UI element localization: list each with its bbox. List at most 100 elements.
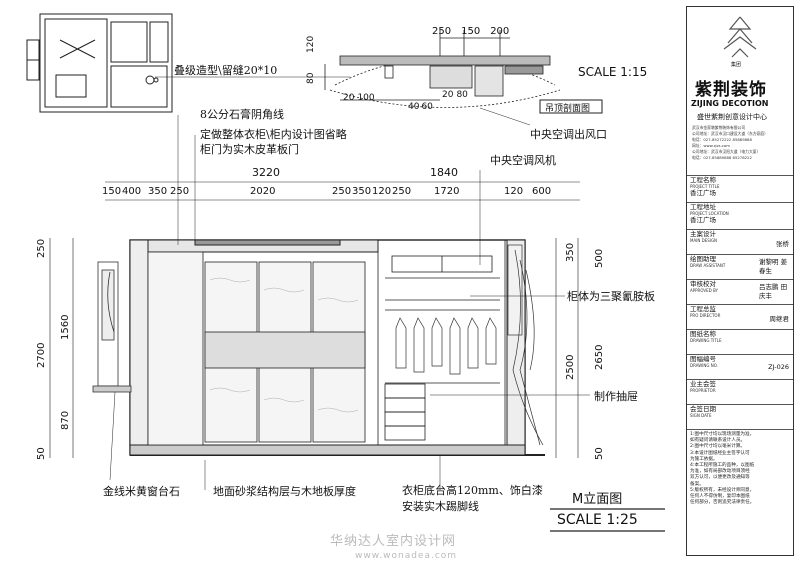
logo-sub: 集团: [731, 62, 742, 68]
section-side-dim: 80: [306, 72, 316, 84]
note-line: 为施工依据。: [690, 456, 718, 462]
tb-row-sign-date: 会签日期 SIGN DATE: [687, 405, 793, 430]
tb-label: 审核校对: [690, 280, 716, 288]
drawing-title: M立面图: [572, 492, 623, 507]
tb-label: 会签日期: [690, 405, 716, 413]
company-slogan: 盛世紫荆创意设计中心: [697, 113, 767, 121]
note-line: 任何人不得仿制，复印本图纸: [690, 494, 750, 500]
tb-label: 工程名称: [690, 176, 716, 184]
leader-lines: [109, 76, 590, 490]
note-line: 1:图中尺寸均以现场测量为准，: [690, 432, 755, 437]
info-line: 电话：027-85272222 85889888: [692, 137, 752, 142]
note-line: 如有疑问请联系设计人员。: [690, 438, 746, 444]
tb-sublabel: PROJECT TITLE: [690, 184, 720, 189]
dim-label: 250: [392, 186, 412, 197]
dim-label: 350: [148, 186, 168, 197]
tb-right-value: 谢黎明 姜春生: [759, 258, 788, 275]
note-line: 备案。: [690, 481, 704, 487]
note-line: 4:本工程所施工的品种，以图纸: [690, 463, 755, 469]
floor-plan-thumbnail: [26, 13, 173, 113]
section-title: 吊顶剖面图: [545, 104, 591, 114]
dim-label: 250: [432, 26, 452, 37]
dim-left-inner: 1560: [60, 314, 71, 340]
dim-right-inner: 2500: [565, 354, 576, 380]
wardrobe-note-2: 柜门为实木皮革板门: [200, 143, 299, 156]
dim-label: 150: [102, 186, 122, 197]
watermark-url: www.wonadea.com: [355, 551, 458, 561]
section-title-bar: [539, 99, 603, 114]
tb-row-location: 工程地址 PROJECT LOCATION 香江广场: [687, 203, 793, 230]
note-line: 为准，如有局部改动项目须经: [690, 469, 750, 475]
outlet-label: 中央空调出风口: [530, 128, 607, 141]
tb-label: 图纸名称: [690, 330, 716, 338]
tb-sublabel: SIGN DATE: [690, 413, 712, 418]
section-top-dims: 250 150 200: [432, 26, 522, 37]
company-info: 武汉市金家墩紫荆装饰有限公司 公司地址：武汉市汉口建设大道（东方豪庭） 电话：0…: [692, 125, 768, 161]
note-line: 5:版权所有，未经设计师同意，: [690, 487, 755, 493]
tb-row-project: 工程名称 PROJECT TITLE 香江广场: [687, 176, 793, 203]
dim-label: 350: [352, 186, 372, 197]
dim-right-bottom: 50: [594, 447, 605, 460]
company-logo: [723, 16, 757, 58]
dim-label: 250: [170, 186, 190, 197]
info-line: 武汉市金家墩紫荆装饰有限公司: [692, 125, 746, 130]
tb-sublabel: PROJECT LOCATION: [690, 211, 729, 216]
dim-left-top: 250: [36, 238, 47, 258]
cornice-note: 8公分石膏阴角线: [200, 108, 284, 121]
info-line: 公司地址：武汉市汉口建设大道（东方豪庭）: [692, 131, 768, 136]
section-scale: SCALE 1:15: [578, 65, 648, 79]
tb-sublabel: DRAW ASSISTANT: [690, 263, 726, 268]
tb-sublabel: PROPRIETOR: [690, 388, 716, 393]
open-cabinet: [377, 239, 506, 446]
drawing-scale: SCALE 1:25: [557, 512, 638, 528]
cabinet-body-label: 柜体为三聚氰胺板: [567, 290, 655, 303]
tb-label: 业主会签: [690, 380, 716, 388]
tb-row-proprietor: 业主会签 PROPRIETOR: [687, 380, 793, 405]
section-bottom-dims-2: 40 60: [408, 102, 433, 112]
base-note-1: 衣柜底台高120mm、饰白漆: [402, 484, 543, 497]
company-name: 紫荆装饰: [695, 80, 767, 100]
dim-label: 80: [456, 90, 468, 100]
tb-sublabel: DRAWING TITLE: [690, 338, 722, 343]
dim-label: 120: [372, 186, 392, 197]
dim-right-inner: 350: [565, 242, 576, 262]
tb-label: 主案设计: [690, 230, 716, 238]
tb-row-drawing-title: 图纸名称 DRAWING TITLE: [687, 330, 793, 355]
tb-sublabel: PRO DIRECTOR: [690, 313, 721, 318]
tb-sublabel: APPROVED BY: [690, 288, 719, 293]
tb-label: 工程地址: [690, 203, 716, 211]
tb-label: 绘图助理: [690, 255, 716, 263]
tb-row-drawing-no: 图幅编号 DRAWING NO. ZJ-026: [687, 355, 793, 380]
tb-value: 香江广场: [690, 216, 716, 224]
note-line: 双方认可，以便更改及通知等: [690, 475, 750, 481]
tb-sublabel: DRAWING NO.: [690, 363, 718, 368]
wardrobe-doors: [147, 251, 366, 446]
note-line: 任何部分，否则追究法律责任。: [690, 500, 755, 506]
section-side-dim: 120: [306, 35, 316, 53]
tb-right-value: ZJ-026: [768, 363, 789, 371]
company-header: 集团 紫荆装饰 ZIJING DECOTION 盛世紫荆创意设计中心 武汉市金家…: [687, 7, 793, 176]
tb-right-value: 张桥: [776, 240, 789, 248]
dim-left-height: 2700: [36, 342, 47, 368]
tb-value: 香江广场: [690, 189, 716, 197]
dim-left-bottom: 50: [36, 447, 47, 460]
dim-right-height: 2650: [594, 344, 605, 370]
company-name-en: ZIJING DECOTION: [691, 99, 769, 108]
dim-row: 150 400 350 250 2020 250 350 120 250 172…: [102, 186, 582, 200]
dim-right-top: 500: [594, 248, 605, 268]
dim-label: 1720: [434, 186, 460, 197]
hanging-clothes: [395, 317, 497, 375]
base-note-2: 安装实木踢脚线: [402, 500, 479, 513]
tb-sublabel: MAIN DESIGN: [690, 238, 718, 243]
note-line: 2:图中尺寸均以毫米计算。: [690, 444, 746, 450]
drawer-label: 制作抽屉: [594, 390, 638, 403]
dim-label: 20: [442, 90, 454, 100]
dim-left-inner: 870: [60, 410, 71, 430]
elevation-drawing: [26, 13, 665, 532]
tb-row-assistant: 绘图助理 DRAW ASSISTANT 谢黎明 姜春生: [687, 255, 793, 280]
ac-unit-label: 中央空调风机: [490, 154, 556, 167]
floor-label: 地面砂浆结构层与木地板厚度: [213, 485, 356, 498]
dim-label: 600: [532, 186, 552, 197]
info-line: 网址：www.zjzs.com: [692, 143, 730, 148]
dim-label: 100: [357, 93, 375, 103]
